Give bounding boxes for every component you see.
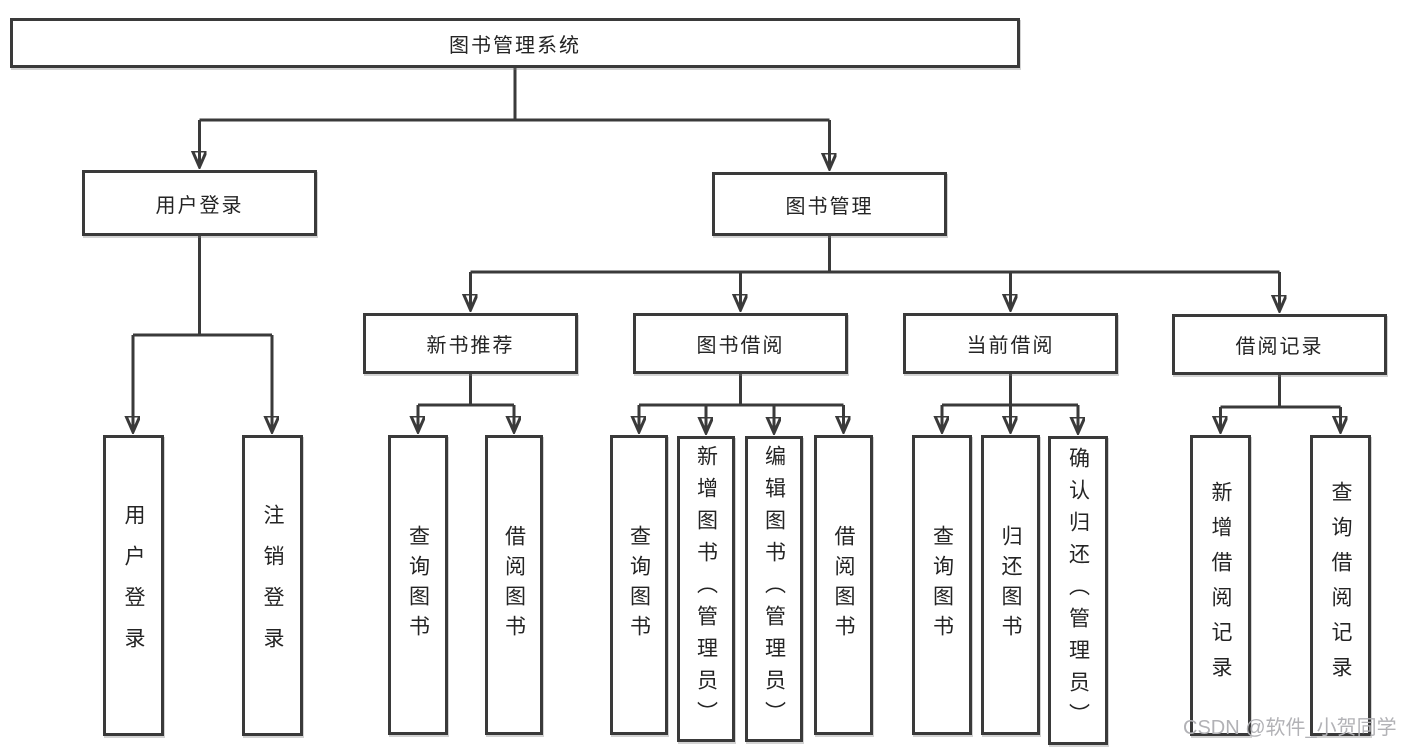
node-current-borrowing-label: 当前借阅 [966, 335, 1055, 357]
leaf-borrow-books-1-label: 借阅图书 [502, 525, 526, 645]
leaf-logout-label: 注销登录 [261, 503, 284, 668]
node-current-borrowing: 当前借阅 [903, 313, 1118, 374]
leaf-edit-books-admin: 编辑图书（管理员） [745, 436, 803, 742]
node-user-login: 用户登录 [82, 170, 317, 236]
leaf-query-books-2: 查询图书 [610, 435, 668, 735]
leaf-query-books-2-label: 查询图书 [627, 525, 651, 645]
edge-new-rec-to-leaves [418, 374, 514, 431]
leaf-borrow-books-2: 借阅图书 [814, 435, 873, 735]
node-new-book-recommend: 新书推荐 [363, 313, 578, 374]
leaf-confirm-return-admin-label: 确认归还（管理员） [1066, 446, 1090, 735]
node-borrowing-records: 借阅记录 [1172, 314, 1387, 375]
node-root-system: 图书管理系统 [10, 18, 1020, 68]
edge-book-mgmt-to-level3 [471, 236, 1280, 310]
node-new-book-recommend-label: 新书推荐 [426, 335, 515, 357]
node-book-borrowing-label: 图书借阅 [696, 335, 785, 357]
leaf-query-books-1-label: 查询图书 [406, 525, 430, 645]
leaf-add-borrow-record: 新增借阅记录 [1190, 435, 1251, 736]
leaf-return-books: 归还图书 [981, 435, 1040, 735]
leaf-query-books-3: 查询图书 [912, 435, 972, 735]
node-book-management-label: 图书管理 [785, 195, 874, 218]
edge-borrowing-to-leaves [639, 374, 844, 432]
leaf-borrow-books-2-label: 借阅图书 [832, 525, 855, 645]
node-user-login-label: 用户登录 [155, 194, 244, 217]
leaf-query-borrow-record-label: 查询借阅记录 [1329, 480, 1352, 691]
leaf-return-books-label: 归还图书 [999, 525, 1022, 645]
leaf-query-books-1: 查询图书 [388, 435, 448, 735]
leaf-edit-books-admin-label: 编辑图书（管理员） [762, 445, 786, 733]
leaf-query-books-3-label: 查询图书 [930, 525, 954, 645]
leaf-user-login: 用户登录 [103, 435, 164, 736]
node-book-management: 图书管理 [712, 172, 947, 236]
leaf-user-login-label: 用户登录 [122, 503, 145, 668]
leaf-add-books-admin-label: 新增图书（管理员） [694, 445, 718, 733]
edge-records-to-leaves [1221, 375, 1341, 431]
edge-current-to-leaves [942, 374, 1078, 432]
edge-user-login-to-leaves [133, 236, 272, 431]
leaf-confirm-return-admin: 确认归还（管理员） [1048, 436, 1108, 745]
leaf-borrow-books-1: 借阅图书 [485, 435, 543, 735]
leaf-query-borrow-record: 查询借阅记录 [1310, 435, 1371, 736]
leaf-add-borrow-record-label: 新增借阅记录 [1209, 480, 1232, 691]
edge-root-to-level2 [200, 68, 830, 168]
node-borrowing-records-label: 借阅记录 [1235, 336, 1324, 358]
leaf-logout: 注销登录 [242, 435, 303, 736]
node-book-borrowing: 图书借阅 [633, 313, 848, 374]
leaf-add-books-admin: 新增图书（管理员） [677, 436, 735, 742]
csdn-watermark: CSDN @软件_小贺同学 [1183, 717, 1397, 739]
node-root-label: 图书管理系统 [449, 34, 581, 57]
